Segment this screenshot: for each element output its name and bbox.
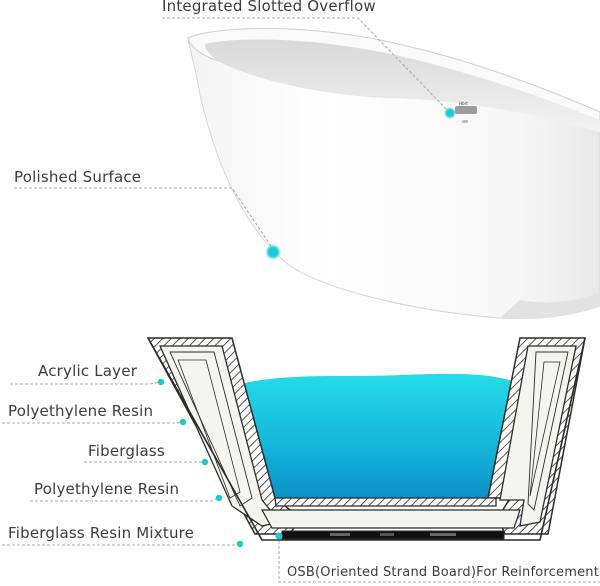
outer-shell [147, 337, 586, 541]
polished-surface-label: Polished Surface [14, 168, 142, 186]
tub-interior [205, 39, 600, 132]
top-leader-lines [14, 17, 451, 253]
layer-label-polyethylene-1: Polyethylene Resin [8, 402, 154, 420]
water-fill [233, 373, 530, 500]
osb-label: OSB(Oriented Strand Board)For Reinforcem… [287, 565, 600, 580]
surface-marker-dot [265, 244, 281, 260]
overflow-plate [455, 106, 477, 114]
bathtub-illustration: Hbrt [187, 28, 600, 319]
layer-label-fiberglass-mixture: Fiberglass Resin Mixture [8, 524, 195, 542]
floor-hatch [274, 497, 497, 507]
layer-marker-dots [157, 378, 283, 548]
right-wall-core [499, 345, 577, 527]
tub-side-shadow [500, 292, 600, 319]
overflow-badge: Hbrt [459, 101, 468, 106]
layer-label-fiberglass: Fiberglass [88, 442, 165, 460]
layer-label-acrylic: Acrylic Layer [38, 362, 138, 380]
overflow-label: Integrated Slotted Overflow [162, 0, 376, 15]
floor-core [260, 509, 521, 529]
overflow-marker-dot [444, 107, 456, 119]
overflow-slot [462, 120, 468, 123]
layer-label-polyethylene-2: Polyethylene Resin [34, 480, 180, 498]
cross-section-illustration [146, 337, 586, 541]
